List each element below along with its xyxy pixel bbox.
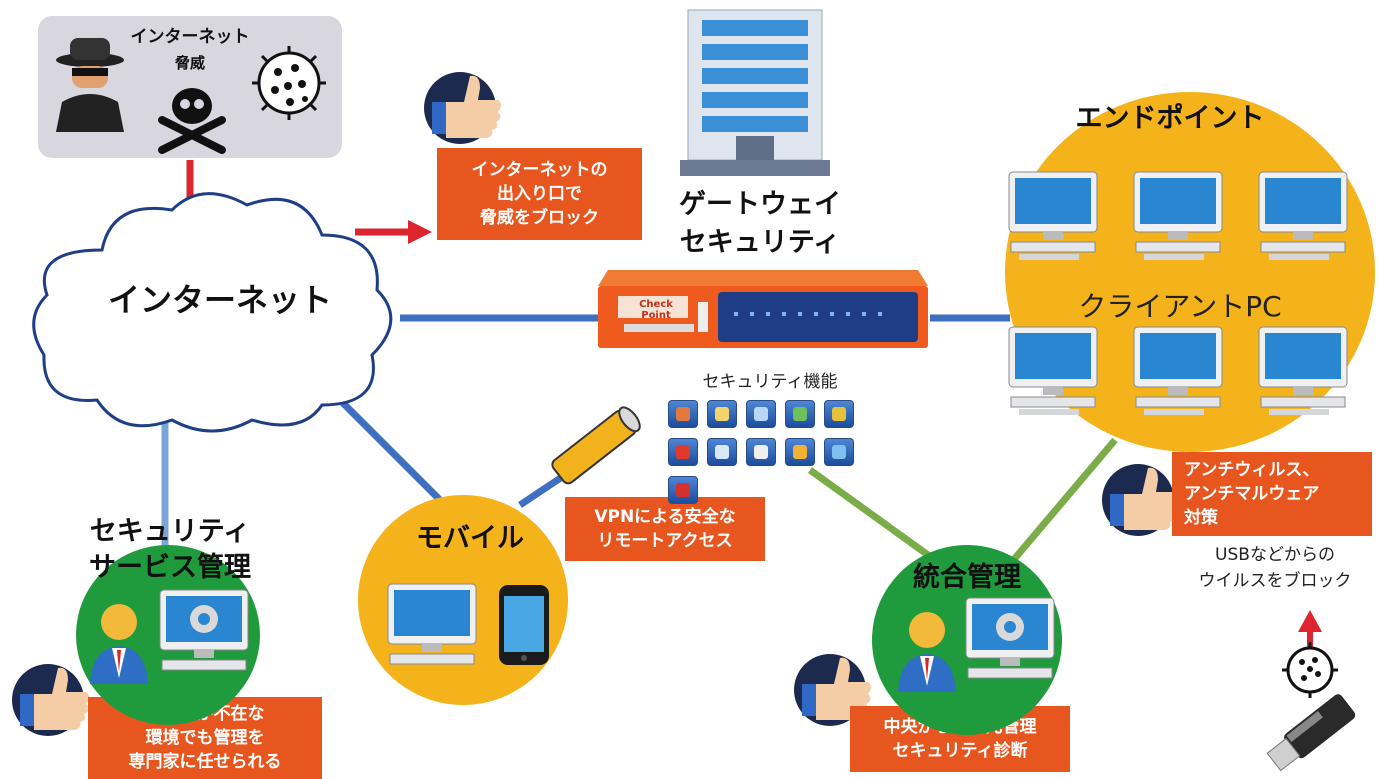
threat-subtitle: 脅威 (174, 54, 205, 72)
phone-icon (746, 400, 776, 428)
security-feature-icons (668, 400, 854, 504)
callout-line: セキュリティ診断 (892, 741, 1028, 761)
client-pc-label: クライアントPC (1078, 290, 1282, 323)
pc-icon (1258, 326, 1348, 415)
virus-icon (252, 46, 326, 120)
vpn-tunnel-icon (551, 406, 641, 485)
pc-icon (1008, 171, 1098, 260)
network-icon (785, 400, 815, 428)
endpoint-title: エンドポイント (1075, 103, 1265, 134)
pc-icon (1133, 326, 1223, 415)
user-icon (707, 438, 737, 466)
block-icon (668, 438, 698, 466)
endpoint-circle (1005, 92, 1375, 452)
hacker-icon (56, 38, 124, 132)
monitor-gear-icon (159, 589, 249, 671)
image-icon (785, 438, 815, 466)
callout-line: 出入り口で (497, 184, 582, 204)
service-mgmt-title-line: セキュリティ (89, 516, 251, 547)
callout-line: リモートアクセス (597, 531, 733, 551)
pen-icon (746, 438, 776, 466)
integrated-mgmt-label: 統合管理 (913, 562, 1021, 593)
usb-text-line: USBなどからの (1215, 545, 1335, 565)
firewall-icon (668, 400, 698, 428)
threat-title: インターネット (130, 27, 250, 47)
pc-icon (1258, 171, 1348, 260)
thumbs-up-icon (424, 72, 501, 144)
pc-icon (1133, 171, 1223, 260)
appliance-brand: Check Point (639, 299, 673, 321)
callout-line: 環境でも管理を (145, 728, 265, 748)
mail-icon (668, 476, 698, 504)
callout-line: 対策 (1184, 508, 1218, 528)
internet-cloud (32, 192, 393, 433)
gateway-title-line: ゲートウェイ (679, 189, 841, 220)
admin-user-icon (90, 604, 148, 684)
usb-block-text: USBなどからの ウイルスをブロック (1175, 542, 1375, 594)
key-icon (824, 400, 854, 428)
building-icon (680, 9, 830, 176)
internet-label: インターネット (107, 281, 332, 319)
callout-gateway-block: インターネットの 出入り口で 脅威をブロック (437, 148, 642, 240)
callout-vpn: VPNによる安全な リモートアクセス (565, 497, 765, 561)
smartphone-icon (499, 585, 549, 665)
callout-line: アンチウィルス、 (1184, 460, 1320, 480)
usb-text-line: ウイルスをブロック (1198, 571, 1352, 591)
callout-line: インターネットの (471, 160, 608, 180)
service-mgmt-title-line: サービス管理 (89, 552, 251, 583)
gateway-title: ゲートウェイ セキュリティ (660, 186, 860, 262)
callout-line: 専門家に任せられる (128, 752, 282, 772)
callout-line: 脅威をブロック (480, 208, 599, 228)
thumbs-up-icon (12, 664, 89, 736)
virus-icon (1282, 642, 1338, 698)
skull-crossbones-icon (158, 88, 226, 154)
callout-antivirus: アンチウィルス、 アンチマルウェア 対策 (1172, 452, 1372, 536)
thumbs-up-icon (794, 654, 871, 726)
firewall-appliance (598, 270, 928, 348)
pc-icon (1008, 326, 1098, 415)
service-mgmt-title: セキュリティ サービス管理 (60, 514, 280, 586)
usb-drive-icon (1266, 694, 1356, 772)
gateway-title-line: セキュリティ (679, 227, 841, 258)
callout-line: アンチマルウェア (1184, 484, 1320, 504)
security-features-label: セキュリティ機能 (702, 372, 838, 392)
callout-line: VPNによる安全な (594, 507, 736, 527)
window-icon (824, 438, 854, 466)
document-icon (707, 400, 737, 428)
admin-user-icon (898, 612, 956, 692)
mobile-label: モバイル (416, 523, 524, 554)
thumbs-up-icon (1102, 464, 1179, 536)
laptop-icon (387, 583, 477, 665)
monitor-gear-icon (965, 597, 1055, 679)
